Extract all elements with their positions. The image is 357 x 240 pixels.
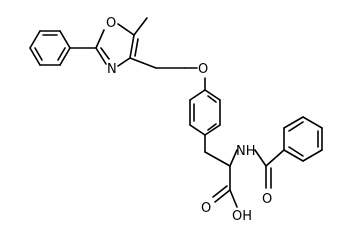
oxazole-ring [95,23,139,67]
ethyl-linker [129,57,198,69]
phenyl-ring-left [29,30,71,66]
benzamide-group [254,149,285,189]
atom-label-amide-nh: NH [236,144,256,159]
molecule-structure: O N O NH O O OH [29,16,323,224]
methyl-bond [133,17,148,36]
atom-label-ether-o: O [198,62,208,77]
phenyl-ring-right [283,116,323,162]
atom-label-amide-o: O [262,192,272,207]
atom-label-oxazole-n: N [107,62,117,77]
phenyl-ring-central [189,89,221,136]
carboxylic-acid-group [212,185,238,208]
side-chain [204,134,238,191]
atom-label-oxazole-o: O [106,16,116,31]
atom-label-acid-o: O [201,201,211,216]
atom-label-acid-oh: OH [232,209,252,224]
